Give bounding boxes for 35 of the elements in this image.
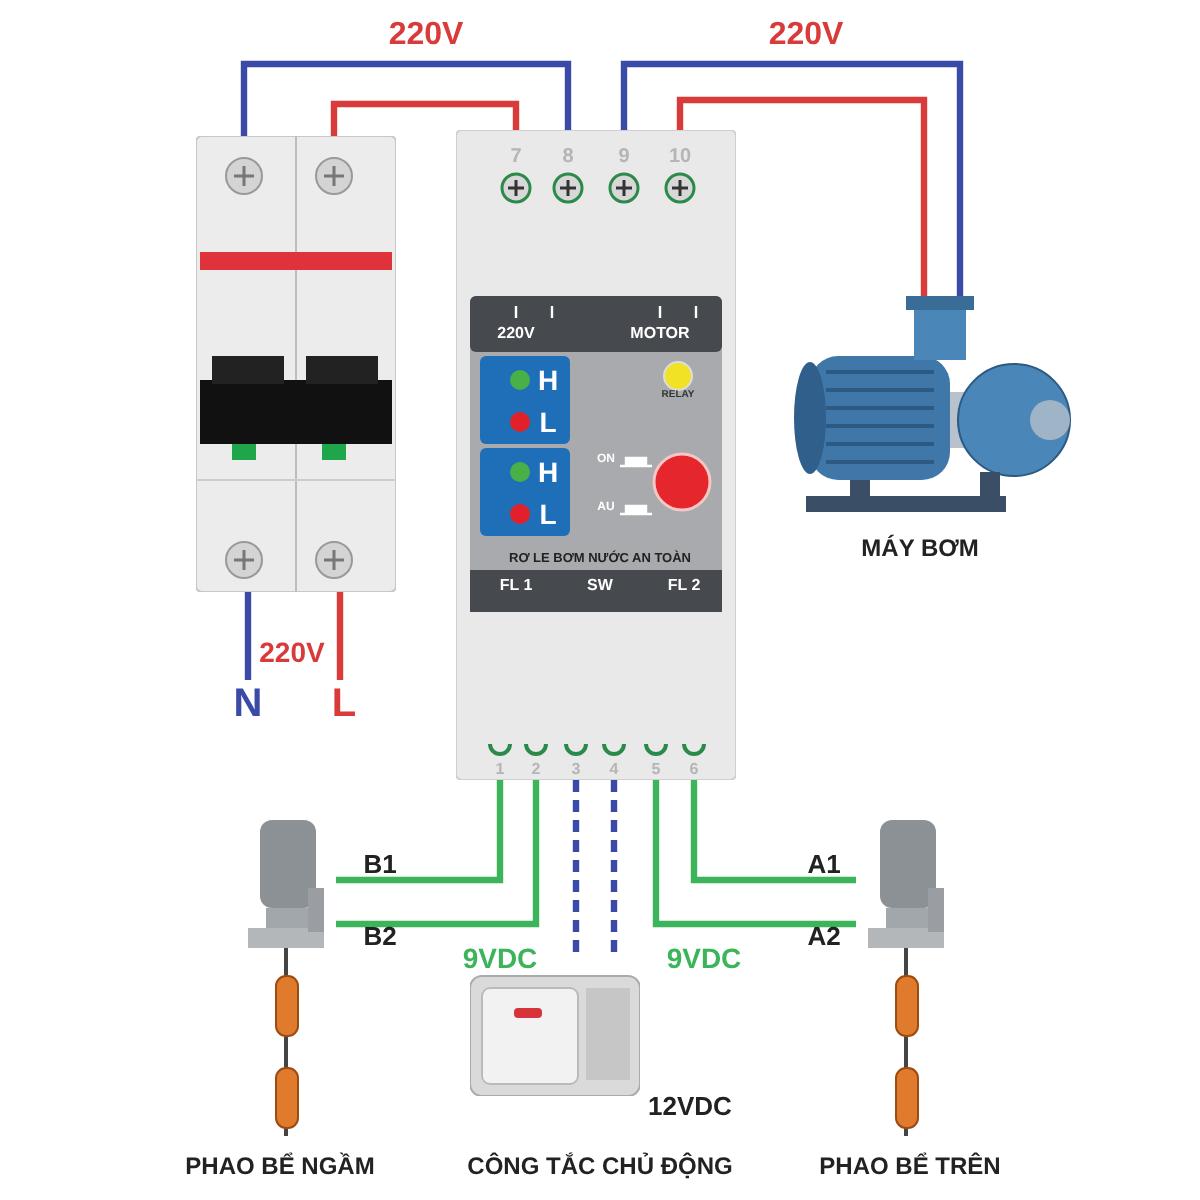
device-caption: CÔNG TẮC CHỦ ĐỘNG [467,1154,733,1178]
panel-label: FL 2 [667,578,701,594]
voltage-label: 220V [768,20,844,52]
wire-label: 9VDC [462,944,538,972]
level-label: L [539,408,557,436]
wire-label: A2 [807,923,841,949]
wire-label: B2 [363,923,397,949]
wire-label: 9VDC [666,944,742,972]
wire [676,96,928,296]
device-caption: MÁY BƠM [861,536,979,560]
wire [240,60,572,136]
wire [690,780,856,884]
wire [336,780,540,928]
panel-label: MOTOR [630,326,690,342]
wire [336,780,504,884]
device-caption: PHAO BỂ TRÊN [819,1154,1001,1178]
panel-label: 220V [497,326,535,342]
wire-label: A1 [807,851,841,877]
wire [652,780,856,928]
wire-label: L [331,684,357,724]
wire [620,60,964,296]
panel-label: FL 1 [499,578,533,594]
level-label: H [537,458,559,486]
wire-label: N [233,684,263,724]
wire-label: 12VDC [648,1093,732,1119]
wire [336,592,344,680]
panel-label: SW [587,578,613,594]
voltage-label: 220V [388,20,464,52]
level-label: L [539,500,557,528]
level-label: H [537,366,559,394]
device-caption: PHAO BỂ NGẦM [185,1154,375,1178]
wire-label: B1 [363,851,397,877]
voltage-label: 220V [259,638,325,666]
wire [330,100,520,136]
wire [244,592,252,680]
